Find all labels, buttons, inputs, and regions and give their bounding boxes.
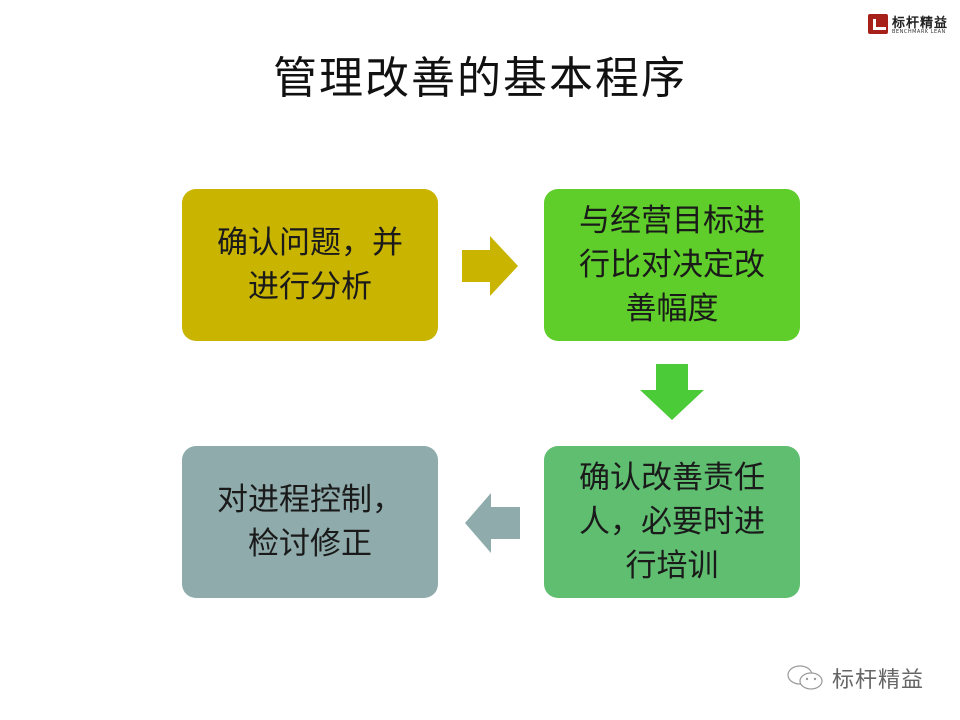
step-2-box: 与经营目标进 行比对决定改 善幅度 — [544, 189, 800, 341]
watermark: 标杆精益 — [786, 663, 924, 693]
step-2-line-1: 与经营目标进 — [579, 203, 765, 239]
step-2-line-3: 善幅度 — [625, 291, 719, 327]
wechat-icon — [787, 665, 823, 690]
step-4-line-2: 检讨修正 — [248, 526, 372, 562]
logo-text-cn: 标杆精益 — [892, 16, 949, 31]
step-3-line-3: 行培训 — [625, 548, 719, 584]
watermark-text: 标杆精益 — [832, 668, 925, 693]
arrow-down-icon — [640, 364, 704, 420]
step-1-line-2: 进行分析 — [248, 269, 372, 305]
step-4-line-1: 对进程控制， — [217, 482, 403, 518]
step-3-box: 确认改善责任 人，必要时进 行培训 — [544, 446, 800, 598]
step-2-line-2: 行比对决定改 — [579, 247, 765, 283]
benchmark-logo-icon — [868, 14, 888, 34]
step-3-line-1: 确认改善责任 — [579, 460, 765, 496]
step-1-box: 确认问题，并 进行分析 — [182, 189, 438, 341]
step-4-box: 对进程控制， 检讨修正 — [182, 446, 438, 598]
step-3-line-2: 人，必要时进 — [579, 504, 765, 540]
arrow-left-icon — [465, 493, 520, 553]
logo-text-en: BENCHMARK LEAN — [892, 29, 946, 35]
brand-logo: 标杆精益 BENCHMARK LEAN — [868, 12, 952, 38]
page-title: 管理改善的基本程序 — [273, 53, 687, 104]
step-1-line-1: 确认问题，并 — [217, 225, 403, 261]
arrow-right-icon — [462, 236, 518, 296]
